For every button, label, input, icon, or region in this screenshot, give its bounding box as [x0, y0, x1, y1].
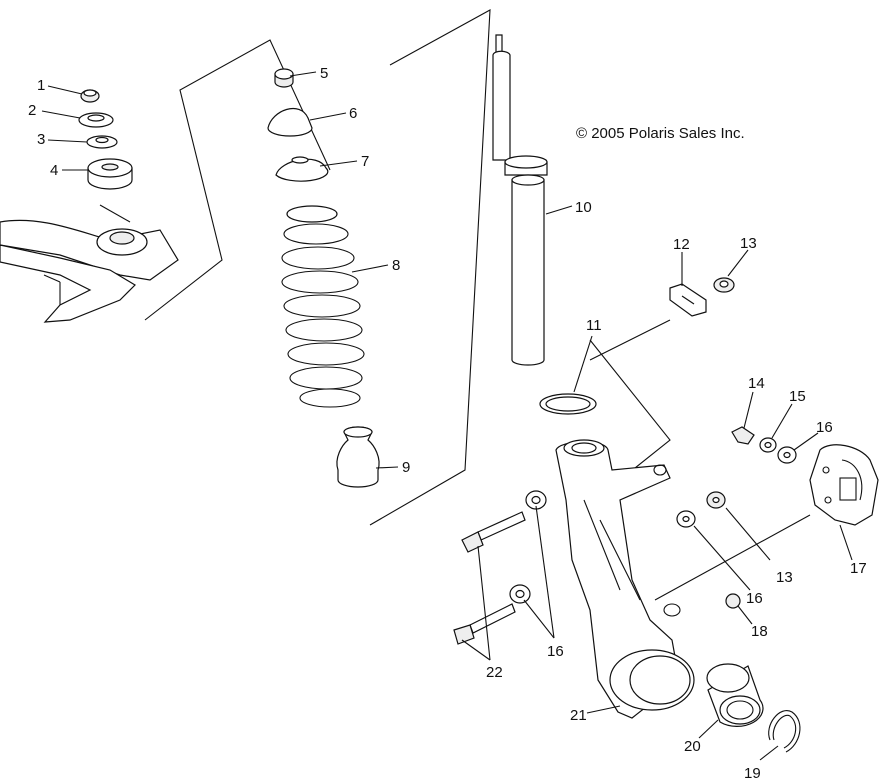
part-2-washer [78, 112, 114, 128]
assembly-line-knuckle [589, 339, 671, 481]
part-1-nut [80, 89, 100, 103]
callout-9: 9 [402, 459, 410, 476]
part-13-nut-top [713, 277, 735, 293]
part-16-washer-a [777, 446, 797, 464]
assembly-line-bracket [589, 319, 671, 361]
callout-16-b: 16 [746, 590, 763, 607]
callout-22: 22 [486, 664, 503, 681]
part-6-spring-cap [267, 107, 313, 137]
part-8-coil-spring [281, 205, 365, 408]
callout-12: 12 [673, 236, 690, 253]
assembly-line-right [369, 9, 491, 526]
part-11-o-ring [539, 393, 597, 415]
part-12-clip [669, 283, 707, 317]
part-9-bump-stop [336, 426, 380, 488]
assembly-line-caliper [654, 514, 811, 601]
callout-4: 4 [50, 162, 58, 179]
callout-19: 19 [744, 765, 761, 782]
callout-5: 5 [320, 65, 328, 82]
part-17-caliper [809, 444, 879, 526]
part-18-nut [725, 593, 741, 609]
callout-11: 11 [586, 317, 602, 334]
part-16-washer-d [509, 584, 531, 604]
part-21-knuckle [555, 439, 695, 719]
part-5-nut [274, 68, 294, 88]
callout-6: 6 [349, 105, 357, 122]
callout-14: 14 [748, 375, 765, 392]
callout-2: 2 [28, 102, 36, 119]
part-19-snap-ring [768, 710, 801, 753]
part-22-bolts [453, 511, 526, 645]
callout-3: 3 [37, 131, 45, 148]
leader-lines [41, 71, 853, 761]
callout-20: 20 [684, 738, 701, 755]
callout-17: 17 [850, 560, 867, 577]
part-10-strut [492, 34, 548, 366]
part-16-washer-b [676, 510, 696, 528]
part-15-washer [759, 437, 777, 453]
callout-8: 8 [392, 257, 400, 274]
callout-13-mid: 13 [776, 569, 793, 586]
callout-15: 15 [789, 388, 806, 405]
callout-13-top: 13 [740, 235, 757, 252]
part-20-bearing [706, 663, 764, 727]
callout-1: 1 [37, 77, 45, 94]
callout-16-c: 16 [547, 643, 564, 660]
part-14-bolt [731, 426, 755, 445]
callout-21: 21 [570, 707, 587, 724]
part-7-spring-seat [275, 156, 329, 182]
callout-7: 7 [361, 153, 369, 170]
part-4-bushing [87, 158, 133, 190]
upper-arm-mount [0, 204, 179, 323]
part-13-nut-mid [706, 491, 726, 509]
part-3-washer [86, 135, 118, 149]
part-16-washer-c [525, 490, 547, 510]
copyright-notice: © 2005 Polaris Sales Inc. [576, 125, 745, 142]
callout-18: 18 [751, 623, 768, 640]
callout-16-a: 16 [816, 419, 833, 436]
callout-10: 10 [575, 199, 592, 216]
